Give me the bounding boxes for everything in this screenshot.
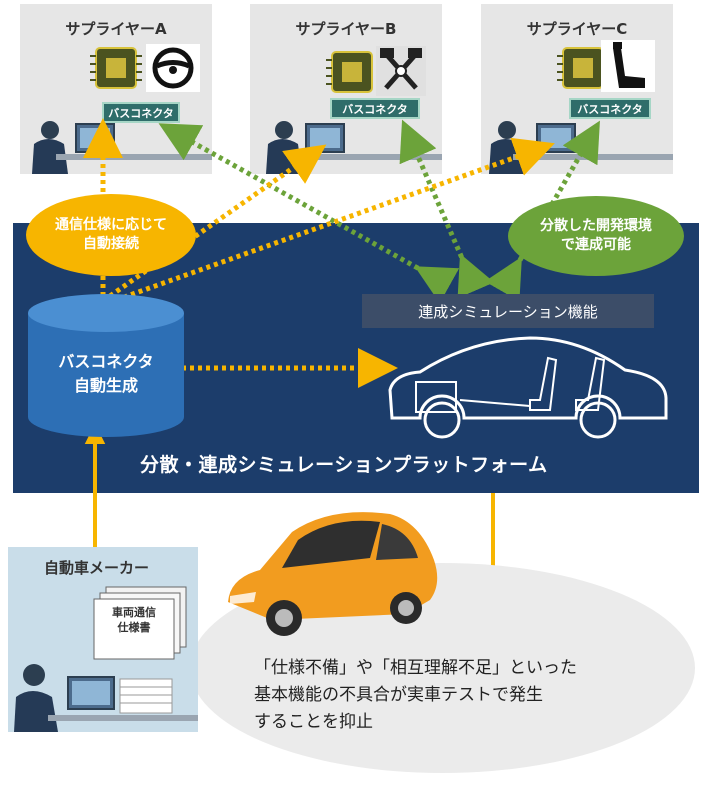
callout-line-1: 分散した開発環境	[540, 218, 652, 234]
chip-icon	[90, 47, 142, 89]
chip-icon	[326, 51, 373, 93]
auto-connect-callout: 通信仕様に応じて自動接続	[26, 194, 196, 276]
supplier-a-bus-connector: バスコネクタ	[102, 102, 180, 123]
car-maker-title: 自動車メーカー	[44, 559, 150, 577]
chip-icon	[557, 47, 604, 89]
spec-document-line-1: 車両通信	[112, 606, 156, 619]
car-outline-icon	[388, 336, 668, 439]
distributed-callout: 分散した開発環境で連成可能	[508, 196, 684, 276]
database-label-line-1: バスコネクタ	[58, 352, 154, 371]
supplier-b-title: サプライヤーB	[295, 20, 397, 38]
supplier-a-illustration	[32, 44, 212, 174]
orange-car-icon	[228, 512, 438, 636]
simulation-function-label: 連成シミュレーション機能	[362, 294, 654, 328]
supplier-c-bus-connector: バスコネクタ	[569, 98, 651, 119]
result-description: 「仕様不備」や「相互理解不足」といった 基本機能の不具合が実車テストで発生 する…	[254, 655, 674, 736]
platform-title: 分散・連成シミュレーションプラットフォーム	[140, 454, 548, 476]
spec-document-line-2: 仕様書	[117, 621, 151, 634]
document-pile-icon	[119, 678, 173, 714]
callout-line-2: で連成可能	[561, 237, 631, 253]
database-label-line-2: 自動生成	[73, 376, 138, 395]
supplier-b-bus-connector: バスコネクタ	[330, 98, 420, 119]
car-maker-panel: 自動車メーカー 車両通信 仕様書	[8, 547, 198, 732]
supplier-c-title: サプライヤーC	[526, 20, 628, 38]
result-line-3: することを抑止	[254, 712, 373, 732]
callout-line-2: 自動接続	[83, 236, 139, 252]
result-line-1: 「仕様不備」や「相互理解不足」といった	[254, 658, 577, 678]
car-seat-icon	[601, 40, 655, 92]
bus-connector-database	[28, 294, 184, 437]
green-arrow-a	[158, 123, 460, 304]
car-maker-illustration	[14, 586, 198, 732]
callout-line-1: 通信仕様に応じて	[55, 217, 167, 233]
yellow-arrow-c	[115, 137, 555, 303]
result-line-2: 基本機能の不具合が実車テストで発生	[254, 685, 543, 705]
database-label: バスコネクタ 自動生成	[26, 350, 186, 398]
supplier-a-panel: サプライヤーA バスコネクタ	[20, 4, 212, 174]
document-stack-icon	[93, 586, 187, 660]
spec-document-label: 車両通信 仕様書	[94, 605, 174, 635]
green-arrow-b	[399, 119, 495, 299]
engine-pistons-icon	[376, 46, 426, 96]
supplier-a-title: サプライヤーA	[65, 20, 167, 38]
